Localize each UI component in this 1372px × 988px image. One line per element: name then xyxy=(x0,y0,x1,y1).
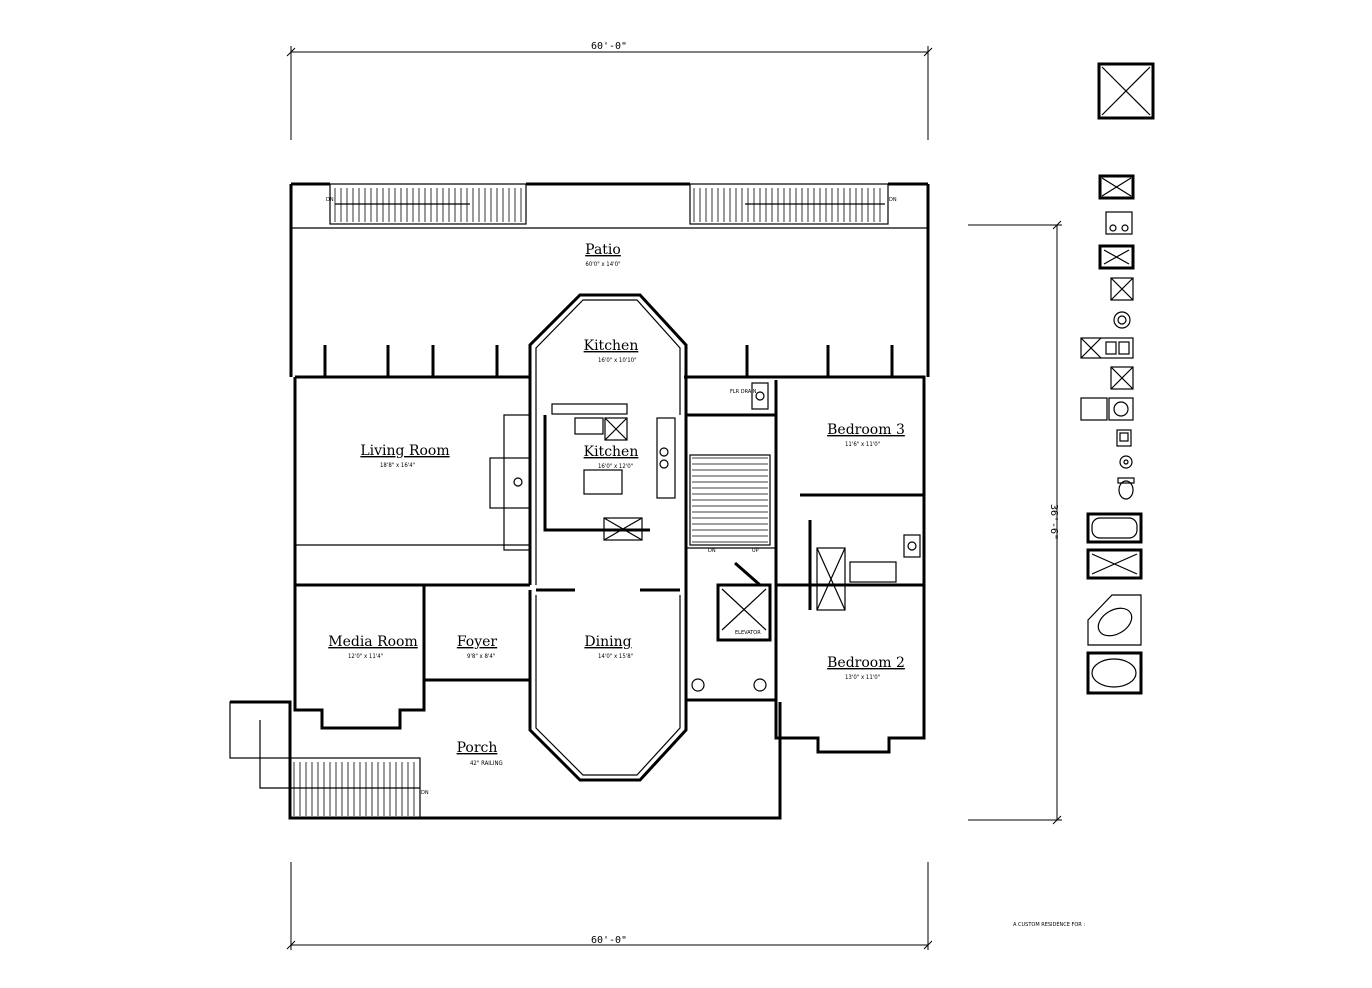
room-label-porch: Porch 42" RAILING xyxy=(457,740,503,767)
svg-text:42" RAILING: 42" RAILING xyxy=(470,760,503,767)
svg-text:14'0" x 15'8": 14'0" x 15'8" xyxy=(598,653,633,660)
svg-text:9'8" x 8'4": 9'8" x 8'4" xyxy=(467,653,495,660)
room-label-kitchen-upper: Kitchen 16'0" x 10'10" xyxy=(584,338,639,364)
room-label-living-room: Living Room 18'8" x 16'4" xyxy=(360,443,449,469)
svg-text:Kitchen: Kitchen xyxy=(584,338,639,354)
top-dimension-text: 60'-0" xyxy=(591,41,627,52)
top-dimension: 60'-0" xyxy=(286,41,933,140)
svg-text:Living Room: Living Room xyxy=(360,443,449,459)
room-label-kitchen: Kitchen 16'0" x 12'0" xyxy=(584,444,639,470)
room-label-bedroom-2: Bedroom 2 13'0" x 11'0" xyxy=(827,655,905,681)
svg-text:Kitchen: Kitchen xyxy=(584,444,639,460)
svg-text:13'0" x 11'0": 13'0" x 11'0" xyxy=(845,674,880,681)
fixture-legend xyxy=(1080,62,1155,695)
bottom-dimension: 60'-0" xyxy=(286,862,933,950)
washer-dryer-icon xyxy=(1080,397,1134,421)
svg-text:16'0" x 10'10": 16'0" x 10'10" xyxy=(598,357,637,364)
elevator xyxy=(716,561,772,642)
exterior-walls xyxy=(230,182,930,820)
right-dimension: 36'-6" xyxy=(968,220,1062,825)
svg-text:60'0" x 14'0": 60'0" x 14'0" xyxy=(585,261,620,268)
svg-text:Bedroom 3: Bedroom 3 xyxy=(827,422,905,438)
svg-text:18'8" x 16'4": 18'8" x 16'4" xyxy=(380,462,415,469)
corner-tub-icon xyxy=(1087,594,1142,646)
range-icon xyxy=(1098,174,1135,200)
svg-text:12'0" x 11'4": 12'0" x 11'4" xyxy=(348,653,383,660)
svg-text:16'0" x 12'0": 16'0" x 12'0" xyxy=(598,463,633,470)
room-label-foyer: Foyer 9'8" x 8'4" xyxy=(457,634,498,660)
svg-text:Media Room: Media Room xyxy=(328,634,418,650)
bar-sink-icon xyxy=(1116,429,1132,447)
stair-dn-label: DN xyxy=(708,548,716,554)
interior-walls xyxy=(422,380,924,700)
flr-drain-label: FLR DRAIN xyxy=(730,389,757,395)
room-label-bedroom-3: Bedroom 3 11'6" x 11'0" xyxy=(827,422,905,448)
svg-text:Patio: Patio xyxy=(585,242,621,258)
svg-text:Foyer: Foyer xyxy=(457,634,498,650)
svg-text:11'6" x 11'0": 11'6" x 11'0" xyxy=(845,441,880,448)
stair-up-label: UP xyxy=(752,548,759,554)
stair-top-left xyxy=(329,183,527,225)
floor-drain-icon xyxy=(1119,455,1133,469)
shower-icon xyxy=(1086,548,1143,580)
bathroom-fixtures xyxy=(691,382,921,692)
kitchen-counters xyxy=(489,403,676,551)
bathtub-icon xyxy=(1086,512,1143,544)
svg-text:Dining: Dining xyxy=(584,634,631,650)
oval-tub-icon xyxy=(1086,651,1143,695)
residence-label: A CUSTOM RESIDENCE FOR : xyxy=(1013,922,1085,928)
room-label-dining: Dining 14'0" x 15'8" xyxy=(584,634,633,660)
elevator-label: ELEVATOR xyxy=(735,630,761,636)
svg-text:Bedroom 2: Bedroom 2 xyxy=(827,655,905,671)
toilet-icon xyxy=(1117,477,1135,500)
dining-octagon xyxy=(528,588,688,782)
lavatory-icon xyxy=(1113,311,1131,329)
stair-center xyxy=(689,454,771,546)
stair-top-right xyxy=(689,183,889,225)
washer-icon xyxy=(1110,277,1134,301)
dishwasher-icon xyxy=(1110,366,1134,390)
cooktop-icon xyxy=(1105,211,1133,235)
svg-text:Porch: Porch xyxy=(457,740,498,756)
dn-porch-label: DN xyxy=(421,790,429,796)
kitchen-octagon xyxy=(528,293,688,585)
room-label-media-room: Media Room 12'0" x 11'4" xyxy=(328,634,418,660)
dn-right-label: DN xyxy=(889,197,897,203)
room-label-patio: Patio 60'0" x 14'0" xyxy=(585,242,621,268)
dn-left-label: DN xyxy=(326,197,334,203)
bottom-dimension-text: 60'-0" xyxy=(591,935,627,946)
double-sink-icon xyxy=(1080,337,1134,359)
stair-bottom xyxy=(229,701,421,819)
sink-icon xyxy=(1098,244,1135,270)
right-dimension-text: 36'-6" xyxy=(1048,504,1059,540)
skylight-icon xyxy=(1097,62,1155,120)
